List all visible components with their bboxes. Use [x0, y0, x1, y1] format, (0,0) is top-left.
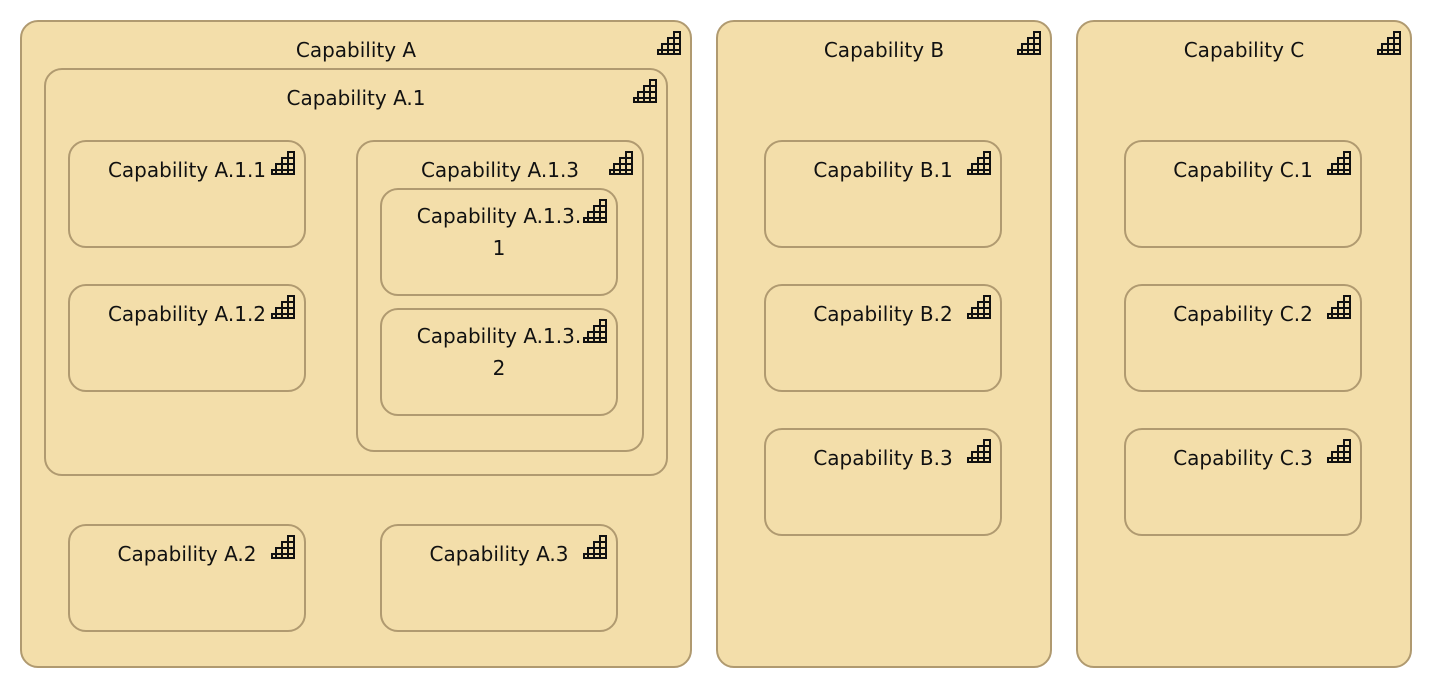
- capability-a11[interactable]: Capability A.1.1: [68, 140, 306, 248]
- capability-a132[interactable]: Capability A.1.3. 2: [380, 308, 618, 416]
- capability-a11-label: Capability A.1.1: [107, 158, 267, 182]
- capability-staircase-icon: [582, 198, 608, 224]
- capability-staircase-icon: [966, 438, 992, 464]
- capability-c1-label: Capability C.1: [1173, 158, 1313, 182]
- capability-b2[interactable]: Capability B.2: [764, 284, 1002, 392]
- capability-c1[interactable]: Capability C.1: [1124, 140, 1362, 248]
- capability-staircase-icon: [608, 150, 634, 176]
- capability-b-label: Capability B: [823, 38, 945, 62]
- capability-staircase-icon: [1016, 30, 1042, 56]
- capability-a131[interactable]: Capability A.1.3. 1: [380, 188, 618, 296]
- capability-staircase-icon: [1326, 150, 1352, 176]
- capability-staircase-icon: [632, 78, 658, 104]
- capability-a12[interactable]: Capability A.1.2: [68, 284, 306, 392]
- capability-a3-label: Capability A.3: [429, 542, 569, 566]
- capability-staircase-icon: [656, 30, 682, 56]
- capability-staircase-icon: [1326, 438, 1352, 464]
- capability-a3[interactable]: Capability A.3: [380, 524, 618, 632]
- capability-a13-label: Capability A.1.3: [420, 158, 580, 182]
- capability-b1-label: Capability B.1: [813, 158, 953, 182]
- capability-c2-label: Capability C.2: [1173, 302, 1313, 326]
- capability-staircase-icon: [966, 294, 992, 320]
- capability-c-label: Capability C: [1183, 38, 1305, 62]
- capability-staircase-icon: [270, 294, 296, 320]
- capability-b1[interactable]: Capability B.1: [764, 140, 1002, 248]
- capability-b3[interactable]: Capability B.3: [764, 428, 1002, 536]
- capability-staircase-icon: [270, 150, 296, 176]
- capability-staircase-icon: [966, 150, 992, 176]
- capability-a2-label: Capability A.2: [117, 542, 257, 566]
- capability-b2-label: Capability B.2: [813, 302, 953, 326]
- capability-staircase-icon: [582, 318, 608, 344]
- capability-staircase-icon: [1326, 294, 1352, 320]
- capability-b3-label: Capability B.3: [813, 446, 953, 470]
- capability-staircase-icon: [270, 534, 296, 560]
- capability-staircase-icon: [582, 534, 608, 560]
- capability-a1-label: Capability A.1: [286, 86, 426, 110]
- capability-a2[interactable]: Capability A.2: [68, 524, 306, 632]
- capability-c2[interactable]: Capability C.2: [1124, 284, 1362, 392]
- capability-c3[interactable]: Capability C.3: [1124, 428, 1362, 536]
- capability-a12-label: Capability A.1.2: [107, 302, 267, 326]
- capability-staircase-icon: [1376, 30, 1402, 56]
- capability-a132-label: Capability A.1.3. 2: [416, 324, 582, 380]
- capability-a-label: Capability A: [295, 38, 417, 62]
- capability-a131-label: Capability A.1.3. 1: [416, 204, 582, 260]
- capability-c3-label: Capability C.3: [1173, 446, 1313, 470]
